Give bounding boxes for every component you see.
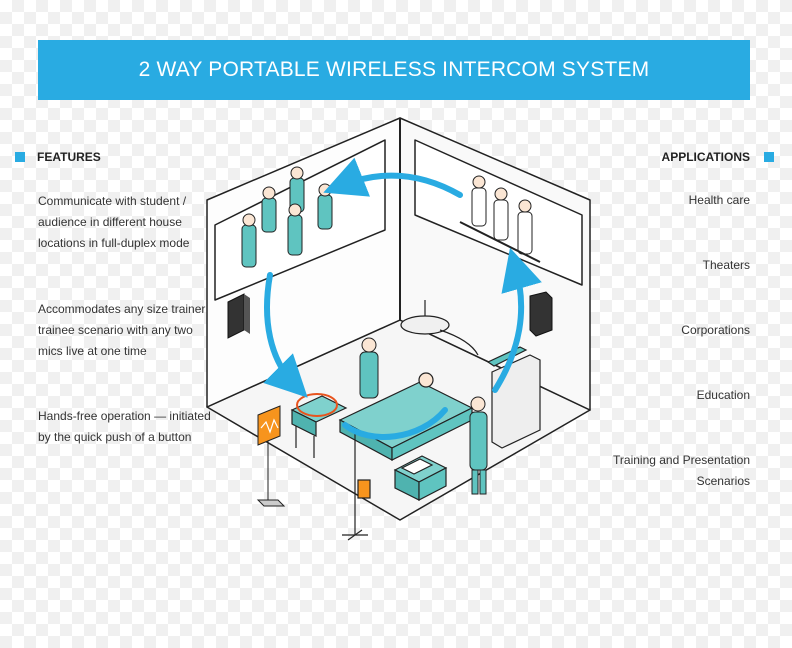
feature-item: Communicate with student / audience in d… — [38, 194, 190, 250]
signal-sign — [256, 405, 286, 507]
application-item: Health care — [688, 193, 750, 207]
features-heading: FEATURES — [15, 150, 101, 164]
application-item: Theaters — [702, 258, 750, 272]
speaker-left-icon — [227, 293, 250, 339]
applications-heading: APPLICATIONS — [662, 150, 774, 164]
applications-heading-label: APPLICATIONS — [661, 150, 750, 164]
iv-pole — [342, 430, 371, 541]
applications-bullet-icon — [764, 152, 774, 162]
application-item: Corporations — [681, 323, 750, 337]
title-banner: 2 WAY PORTABLE WIRELESS INTERCOM SYSTEM — [38, 40, 750, 100]
features-bullet-icon — [15, 152, 25, 162]
banner-title: 2 WAY PORTABLE WIRELESS INTERCOM SYSTEM — [138, 58, 650, 81]
feature-item: Accommodates any size trainer / trainee … — [38, 302, 213, 358]
intercom-highlight-ring — [296, 393, 338, 417]
nurse-right — [469, 396, 488, 495]
application-item: Training and Presentation Scenarios — [613, 453, 750, 488]
feature-item: Hands-free operation — initiated by the … — [38, 409, 211, 444]
surgical-lamp — [400, 300, 479, 356]
intercom-illustration — [206, 117, 591, 541]
monitor-cart — [486, 346, 541, 449]
speaker-right-icon — [529, 291, 553, 337]
communication-arrows — [263, 157, 542, 440]
features-heading-label: FEATURES — [37, 150, 101, 164]
application-item: Education — [696, 388, 750, 402]
instrument-tray — [290, 395, 348, 458]
surgeon-left — [359, 337, 379, 399]
bottom-cart — [393, 455, 448, 501]
student-group-left — [241, 166, 333, 268]
